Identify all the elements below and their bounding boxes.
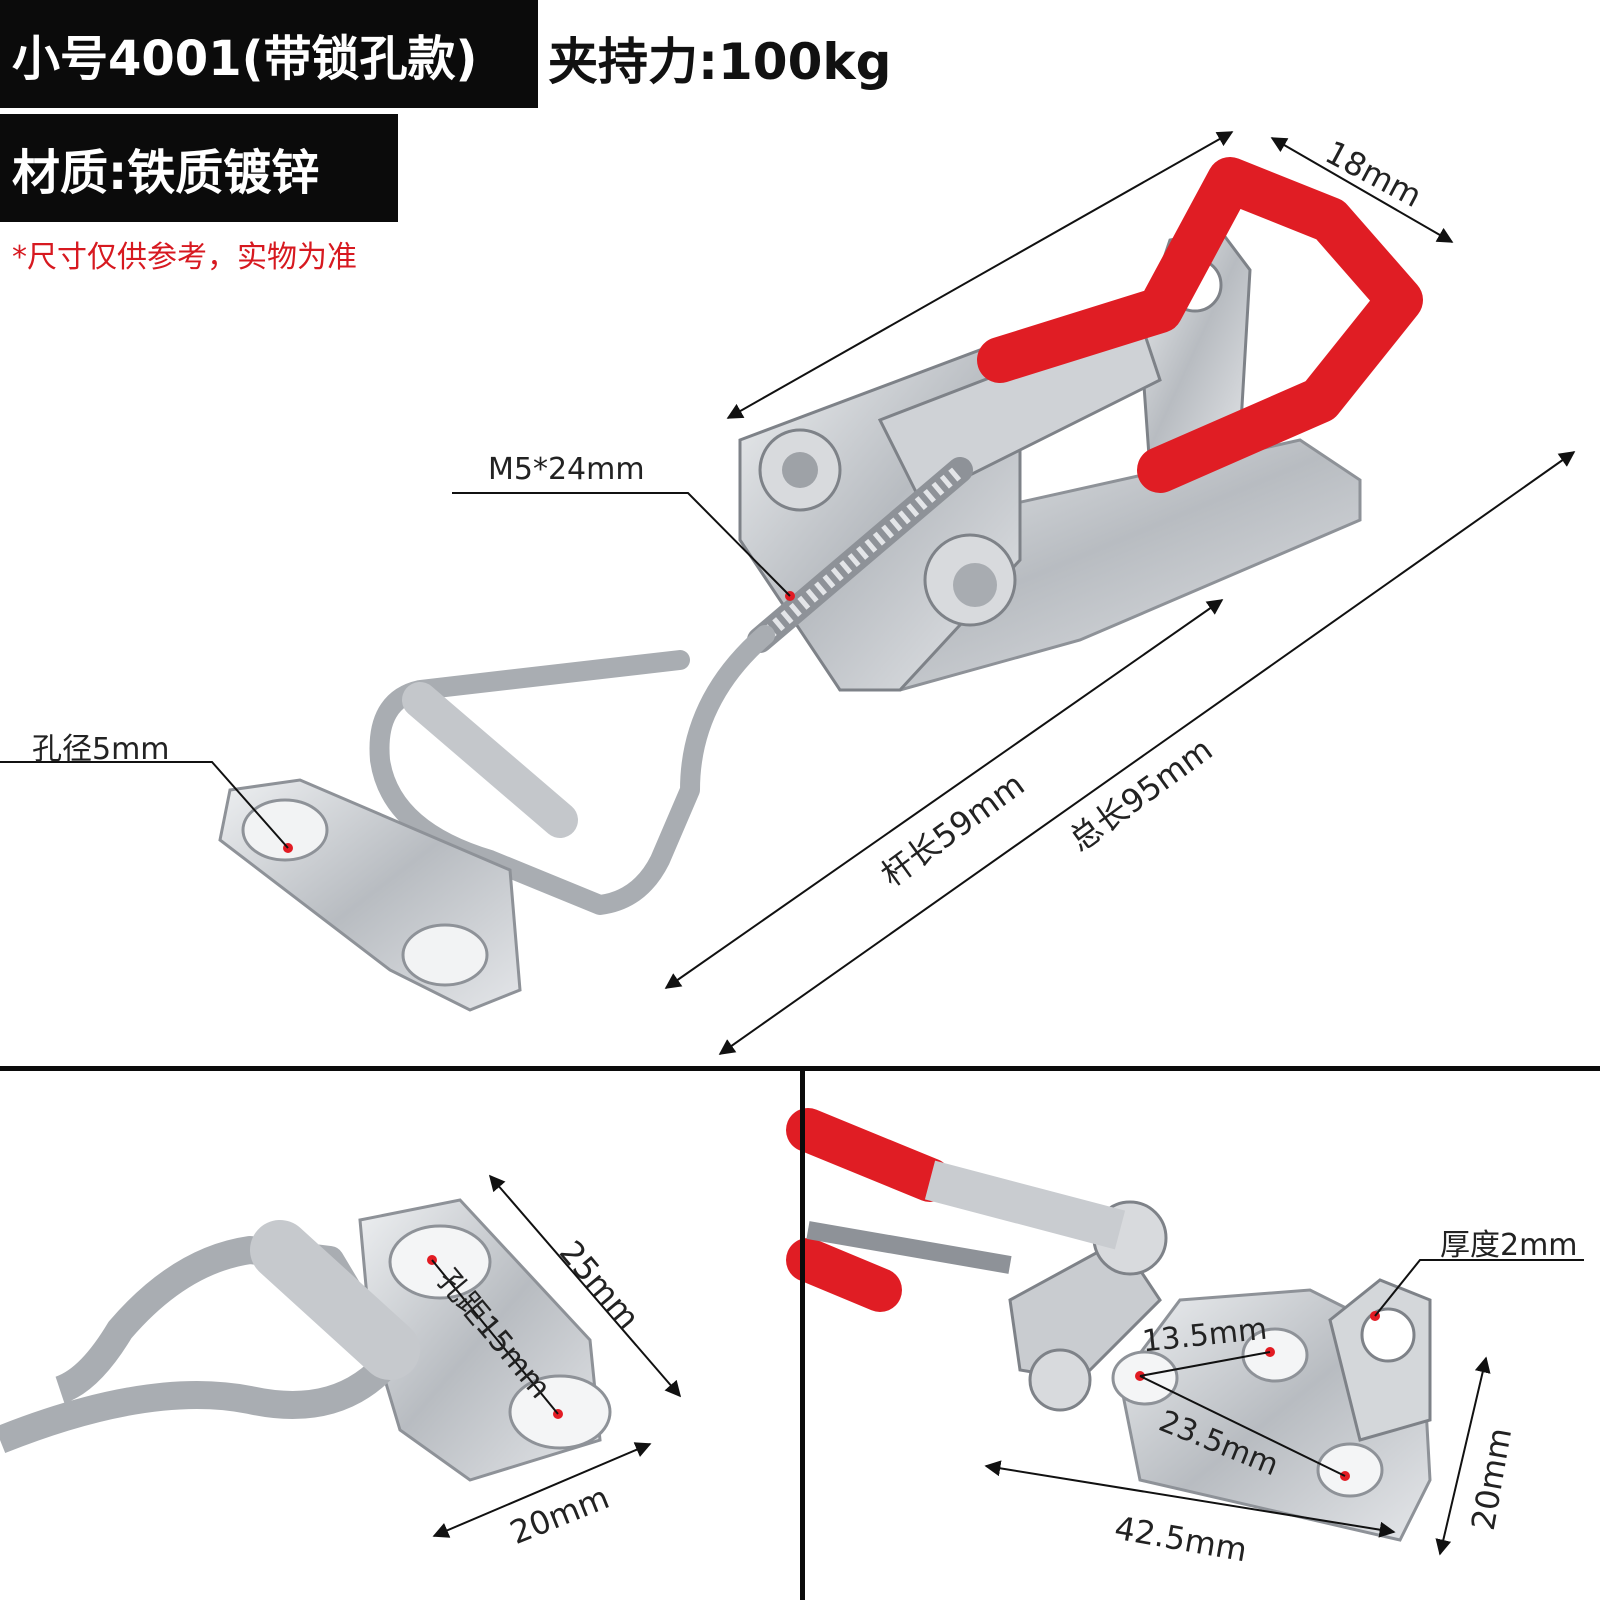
material-box: 材质:铁质镀锌: [0, 114, 398, 222]
dim-line-length-top: [726, 131, 1234, 419]
material-label: 材质:铁质镀锌: [12, 145, 320, 201]
product-title-box: 小号4001(带锁孔款): [0, 0, 538, 108]
vertical-divider: [800, 1070, 805, 1600]
dim-line-42-5mm: [984, 1460, 1396, 1538]
base-plate-detail: [786, 1108, 1432, 1542]
clamp-force: 夹持力:100kg: [548, 33, 892, 91]
hole-leader: [0, 761, 289, 849]
size-disclaimer: *尺寸仅供参考，实物为准: [12, 240, 357, 275]
dim-screw: M5*24mm: [488, 452, 645, 487]
dim-line-total: [718, 451, 1576, 1055]
dim-line-18mm: [1270, 137, 1454, 243]
horizontal-divider: [0, 1066, 1600, 1071]
screw-leader: [452, 492, 791, 597]
dim-hole-diameter: 孔径5mm: [32, 732, 170, 767]
dim-line-20mm-left: [432, 1442, 652, 1538]
dim-line-25mm: [488, 1174, 682, 1398]
thickness-leader: [1374, 1259, 1584, 1317]
dim-thickness: 厚度2mm: [1440, 1228, 1578, 1263]
dim-line-20mm-right: [1435, 1356, 1491, 1556]
main-latch-drawing: [218, 157, 1423, 1012]
product-title: 小号4001(带锁孔款): [12, 31, 478, 87]
